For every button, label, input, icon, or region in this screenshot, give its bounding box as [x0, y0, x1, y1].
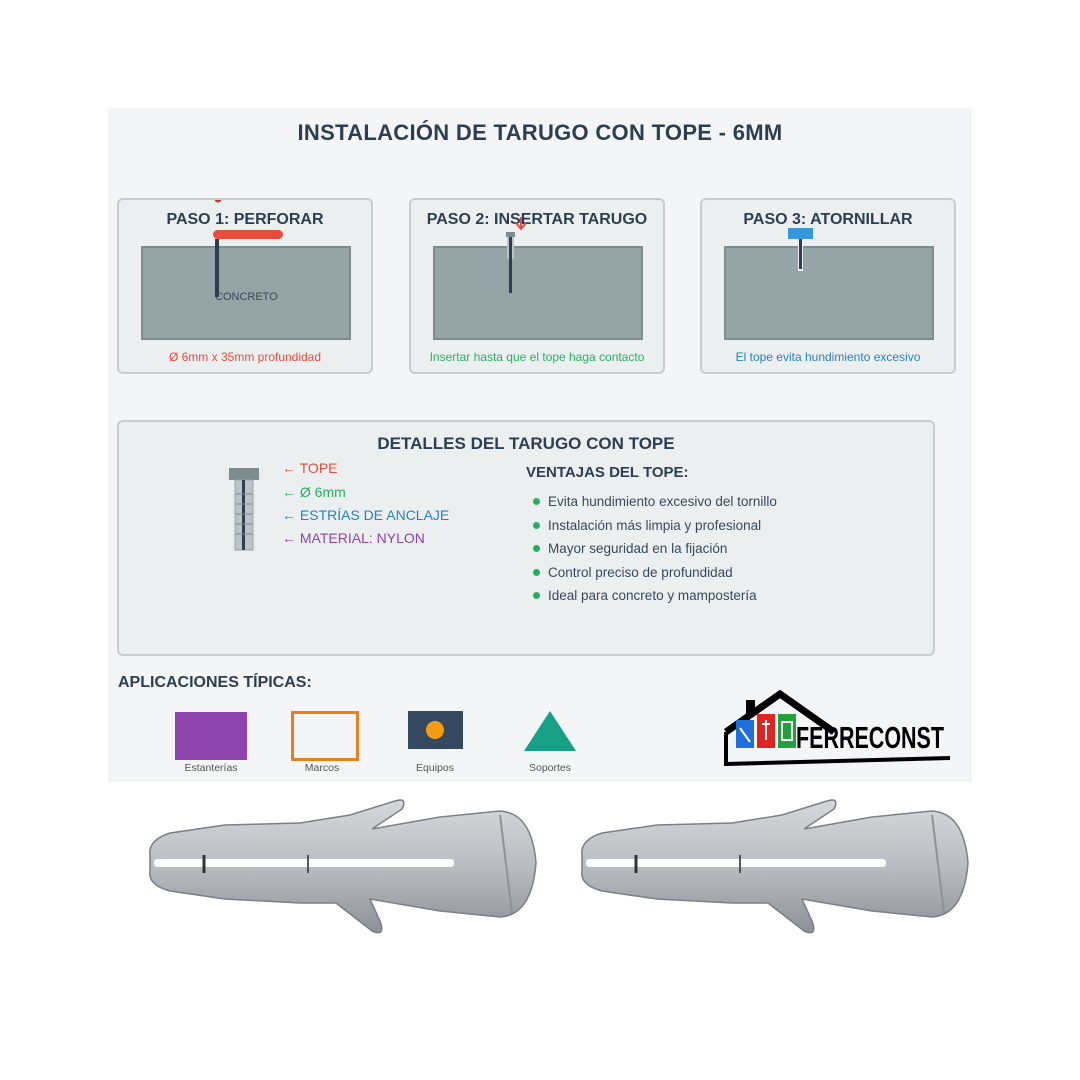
bullet-icon: [533, 521, 540, 529]
list-item: Evita hundimiento excesivo del tornillo: [533, 494, 777, 518]
bullet-icon: [533, 568, 540, 576]
bullet-icon: [533, 498, 540, 505]
list-item: Mayor seguridad en la fijación: [533, 541, 777, 565]
wall-plug-photo-right: [581, 799, 969, 934]
equipment-box-icon: [408, 711, 463, 749]
advantages-list: Evita hundimiento excesivo del tornillo …: [533, 494, 777, 612]
details-card: DETALLES DEL TARUGO CON TOPE ← TOPE ← Ø …: [117, 420, 935, 656]
ferreconst-logo: FERRECONST: [723, 689, 951, 766]
label-tope: ← TOPE: [282, 460, 338, 476]
orange-frame-icon: [291, 711, 359, 761]
app-label-estanterias: Estanterías: [184, 762, 238, 774]
bullet-icon: [533, 592, 540, 599]
brand-name: FERRECONST: [796, 720, 944, 755]
step-2-card: PASO 2: INSERTAR TARUGO Insertar hasta q…: [409, 198, 665, 374]
concrete-label: CONCRETO: [215, 291, 278, 303]
step-1-card: PASO 1: PERFORAR CONCRETO Ø 6mm x 35mm p…: [117, 198, 373, 374]
concrete-block: [724, 246, 934, 340]
page-title: INSTALACIÓN DE TARUGO CON TOPE - 6MM: [297, 120, 783, 145]
wall-plug-photo-left: [149, 799, 537, 934]
step-1-title: PASO 1: PERFORAR: [166, 211, 324, 228]
list-item: Ideal para concreto y mampostería: [533, 588, 777, 612]
wall-plug-diagram-icon: [229, 468, 259, 551]
step-1-caption: Ø 6mm x 35mm profundidad: [168, 350, 322, 364]
concrete-block: [141, 246, 351, 340]
step-3-card: PASO 3: ATORNILLAR El tope evita hundimi…: [700, 198, 956, 374]
step-3-title: PASO 3: ATORNILLAR: [743, 211, 913, 228]
details-title: DETALLES DEL TARUGO CON TOPE: [377, 434, 675, 453]
advantages-title: VENTAJAS DEL TOPE:: [526, 464, 689, 481]
step-3-caption: El tope evita hundimiento excesivo: [735, 350, 921, 364]
list-item: Control preciso de profundidad: [533, 565, 777, 589]
green-triangle-icon: [524, 711, 576, 751]
purple-square-icon: [175, 712, 247, 760]
concrete-block: [433, 246, 643, 340]
plug-insert-icon: [506, 217, 527, 293]
app-label-soportes: Soportes: [528, 762, 572, 774]
step-2-caption: Insertar hasta que el tope haga contacto: [429, 350, 645, 364]
step-2-title: PASO 2: INSERTAR TARUGO: [426, 211, 648, 228]
list-item: Instalación más limpia y profesional: [533, 518, 777, 542]
drill-icon: [213, 200, 283, 297]
screw-icon: [788, 228, 813, 271]
label-material: ← MATERIAL: NYLON: [282, 530, 425, 546]
applications-title: APLICACIONES TÍPICAS:: [118, 674, 312, 691]
infographic-panel: INSTALACIÓN DE TARUGO CON TOPE - 6MM PAS…: [108, 108, 972, 782]
label-estrias: ← ESTRÍAS DE ANCLAJE: [282, 507, 450, 523]
app-label-marcos: Marcos: [304, 762, 340, 774]
label-diameter: ← Ø 6mm: [282, 484, 346, 500]
bullet-icon: [533, 545, 540, 552]
app-label-equipos: Equipos: [416, 762, 454, 774]
